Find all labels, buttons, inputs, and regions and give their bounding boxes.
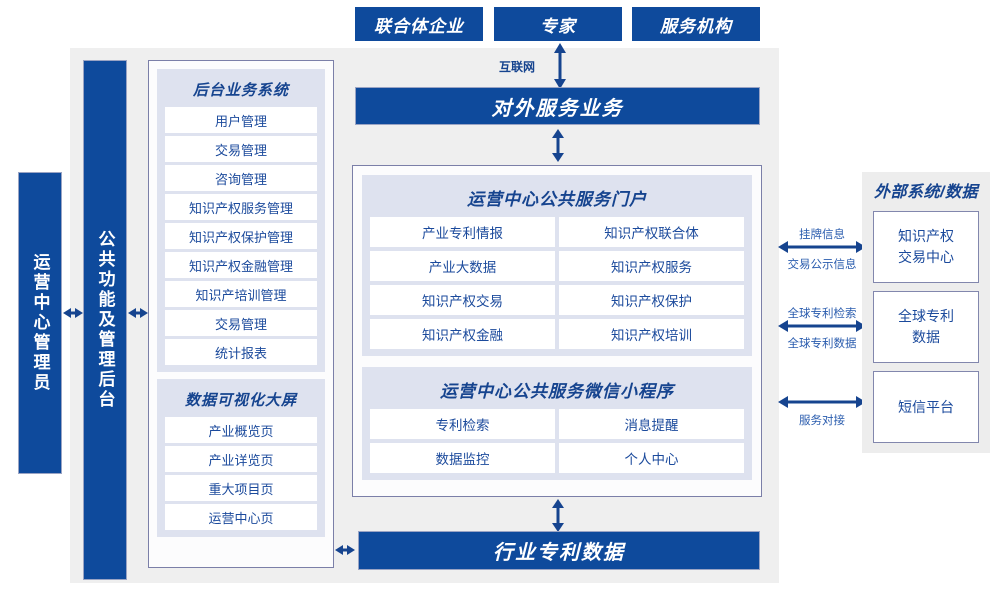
viz-item-industry-detail[interactable]: 产业详览页 xyxy=(165,446,317,472)
actor-consortium-enterprise[interactable]: 联合体企业 xyxy=(355,7,483,41)
portal-item-ip-training[interactable]: 知识产权培训 xyxy=(559,319,744,349)
portal-item-ip-finance[interactable]: 知识产权金融 xyxy=(370,319,555,349)
actor-service-organization[interactable]: 服务机构 xyxy=(632,7,760,41)
portal-to-patentdata-arrow-icon xyxy=(552,499,564,532)
industry-patent-data-label: 行业专利数据 xyxy=(493,542,625,564)
backend-panel: 后台业务系统 用户管理 交易管理 咨询管理 知识产权服务管理 知识产权保护管理 … xyxy=(148,60,334,568)
internet-label: 互联网 xyxy=(498,60,535,74)
public-service-portal-title: 运营中心公共服务门户 xyxy=(467,190,647,209)
external-service-business-bar[interactable]: 对外服务业务 xyxy=(355,87,760,125)
backend-item-ip-service-mgmt[interactable]: 知识产权服务管理 xyxy=(165,194,317,220)
data-visualization-group: 数据可视化大屏 产业概览页 产业详览页 重大项目页 运营中心页 xyxy=(157,379,325,537)
service-docking-arrow-icon xyxy=(778,396,866,408)
actor-expert-label: 专家 xyxy=(540,16,576,36)
viz-item-operation-center[interactable]: 运营中心页 xyxy=(165,504,317,530)
internet-arrow-icon xyxy=(554,43,566,89)
external-service-business-label: 对外服务业务 xyxy=(491,97,624,120)
backend-panel-arrow-icon xyxy=(128,308,148,318)
backend-item-trade-mgmt[interactable]: 交易管理 xyxy=(165,136,317,162)
external-item-ip-trade-center[interactable]: 知识产权 交易中心 xyxy=(873,211,979,283)
global-patent-data-label: 全球专利数据 xyxy=(787,338,857,350)
actor-consortium-enterprise-label: 联合体企业 xyxy=(374,16,464,36)
portal-item-ip-trade[interactable]: 知识产权交易 xyxy=(370,285,555,315)
center-services-panel: 运营中心公共服务门户 产业专利情报 知识产权联合体 产业大数据 知识产权服务 知… xyxy=(352,165,762,497)
backend-business-system-group: 后台业务系统 用户管理 交易管理 咨询管理 知识产权服务管理 知识产权保护管理 … xyxy=(157,69,325,372)
service-docking-label: 服务对接 xyxy=(799,415,845,427)
mini-item-data-monitor[interactable]: 数据监控 xyxy=(370,443,555,473)
mini-item-patent-search[interactable]: 专利检索 xyxy=(370,409,555,439)
common-backend-column[interactable]: 公共功能及管理后台 xyxy=(83,60,127,580)
miniprogram-items-grid: 专利检索 消息提醒 数据监控 个人中心 xyxy=(370,409,744,473)
backend-item-statistics-report[interactable]: 统计报表 xyxy=(165,339,317,365)
mini-item-personal-center[interactable]: 个人中心 xyxy=(559,443,744,473)
backend-item-user-mgmt[interactable]: 用户管理 xyxy=(165,107,317,133)
external-item-global-patent-data[interactable]: 全球专利 数据 xyxy=(873,291,979,363)
backend-item-ip-protect-mgmt[interactable]: 知识产权保护管理 xyxy=(165,223,317,249)
service-to-portal-arrow-icon xyxy=(552,129,564,162)
common-backend-column-label: 公共功能及管理后台 xyxy=(95,230,115,410)
external-item-sms-platform[interactable]: 短信平台 xyxy=(873,371,979,443)
industry-patent-data-bar[interactable]: 行业专利数据 xyxy=(358,531,760,570)
backend-business-system-title: 后台业务系统 xyxy=(192,82,289,99)
listing-info-label: 挂牌信息 xyxy=(799,229,845,241)
data-visualization-title: 数据可视化大屏 xyxy=(184,392,297,409)
mini-item-message-alert[interactable]: 消息提醒 xyxy=(559,409,744,439)
portal-item-ip-protection[interactable]: 知识产权保护 xyxy=(559,285,744,315)
backend-item-consult-mgmt[interactable]: 咨询管理 xyxy=(165,165,317,191)
operator-column-label: 运营中心管理员 xyxy=(30,253,50,393)
portal-items-grid: 产业专利情报 知识产权联合体 产业大数据 知识产权服务 知识产权交易 知识产权保… xyxy=(370,217,744,349)
wechat-miniprogram-group: 运营中心公共服务微信小程序 专利检索 消息提醒 数据监控 个人中心 xyxy=(362,367,752,480)
portal-item-ip-service[interactable]: 知识产权服务 xyxy=(559,251,744,281)
viz-item-major-project[interactable]: 重大项目页 xyxy=(165,475,317,501)
viz-item-industry-overview[interactable]: 产业概览页 xyxy=(165,417,317,443)
global-patent-search-label: 全球专利检索 xyxy=(787,308,857,320)
backend-item-trade-mgmt-2[interactable]: 交易管理 xyxy=(165,310,317,336)
portal-item-industry-patent-intel[interactable]: 产业专利情报 xyxy=(370,217,555,247)
listing-info-arrow-icon xyxy=(778,241,866,253)
backend-item-ip-training-mgmt[interactable]: 知识产培训管理 xyxy=(165,281,317,307)
global-patent-arrow-icon xyxy=(778,320,866,332)
actor-service-organization-label: 服务机构 xyxy=(660,16,732,36)
external-systems-title: 外部系统/数据 xyxy=(874,184,978,201)
operator-column[interactable]: 运营中心管理员 xyxy=(18,172,62,474)
trade-public-info-label: 交易公示信息 xyxy=(787,259,857,271)
operator-backend-arrow-icon xyxy=(63,308,83,318)
portal-item-ip-consortium[interactable]: 知识产权联合体 xyxy=(559,217,744,247)
public-service-portal-group: 运营中心公共服务门户 产业专利情报 知识产权联合体 产业大数据 知识产权服务 知… xyxy=(362,175,752,356)
backend-item-ip-finance-mgmt[interactable]: 知识产权金融管理 xyxy=(165,252,317,278)
wechat-miniprogram-title: 运营中心公共服务微信小程序 xyxy=(440,382,674,401)
actor-expert[interactable]: 专家 xyxy=(494,7,622,41)
backend-to-patentdata-arrow-icon xyxy=(335,545,355,555)
portal-item-industry-bigdata[interactable]: 产业大数据 xyxy=(370,251,555,281)
